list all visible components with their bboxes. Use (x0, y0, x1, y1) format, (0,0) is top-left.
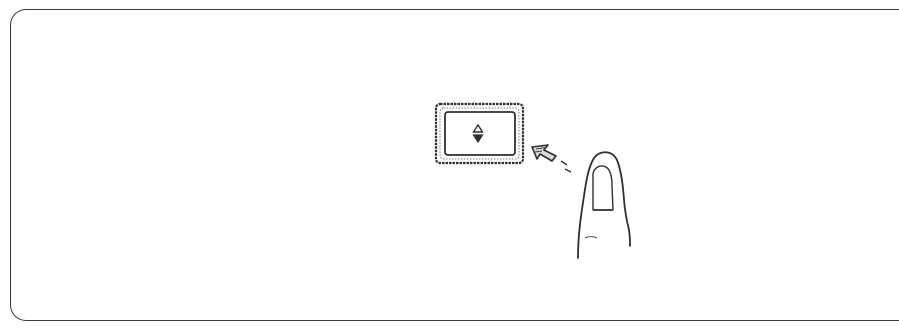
finger-icon (578, 152, 630, 258)
press-arrow-icon (532, 145, 571, 172)
scroll-button (436, 104, 523, 163)
up-down-arrow-icon (474, 125, 483, 142)
